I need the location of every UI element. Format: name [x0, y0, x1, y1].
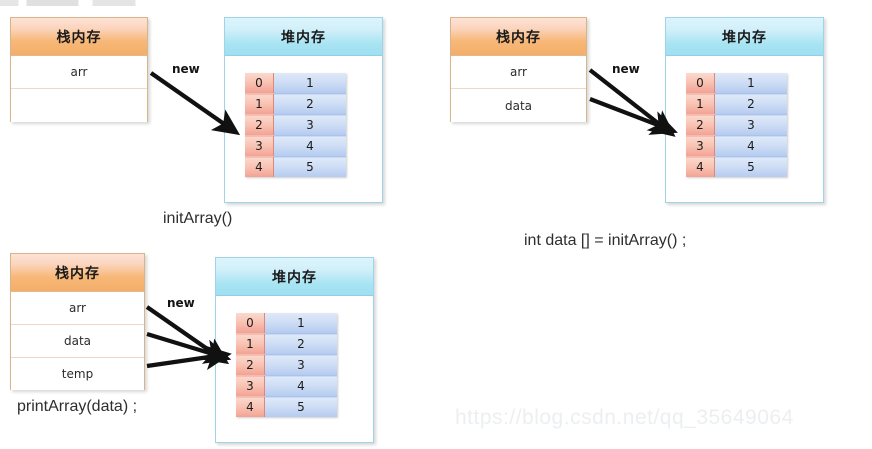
array-value-cell: 3 — [264, 354, 337, 376]
panel-2-stack-row-arr: arr — [451, 56, 586, 89]
array-value-cell: 4 — [714, 135, 787, 157]
panel-2-new-arrow-from-arr — [588, 68, 676, 137]
panel-1-heap-header-label: 堆内存 — [281, 29, 326, 46]
array-index-cell: 2 — [245, 114, 274, 136]
array-value-cell: 2 — [264, 333, 337, 355]
panel-3-heap-body: 0 1 1 2 2 3 3 4 — [216, 296, 373, 442]
array-row: 3 4 — [245, 135, 346, 157]
array-row: 2 3 — [236, 354, 337, 376]
array-index-cell: 1 — [236, 333, 265, 355]
panel-3-array-table: 0 1 1 2 2 3 3 4 — [236, 313, 337, 417]
panel-1-heap-body: 0 1 1 2 2 3 3 4 — [225, 56, 382, 202]
array-row: 1 2 — [245, 93, 346, 115]
array-index-cell: 4 — [686, 156, 715, 177]
array-row: 4 5 — [686, 156, 787, 177]
panel-2-array-rows: 0 1 1 2 2 3 3 4 — [686, 73, 787, 177]
panel-1-stack-header: 栈内存 — [11, 18, 147, 56]
array-value-cell: 1 — [714, 73, 787, 94]
panel-1-new-arrow-label: new — [172, 62, 200, 76]
array-row: 0 1 — [686, 73, 787, 94]
array-index-cell: 4 — [236, 396, 265, 417]
array-row: 0 1 — [245, 73, 346, 94]
array-value-cell: 4 — [264, 375, 337, 397]
array-index-cell: 4 — [245, 156, 274, 177]
array-value-cell: 1 — [264, 313, 337, 334]
array-value-cell: 5 — [264, 396, 337, 417]
array-value-cell: 1 — [273, 73, 346, 94]
panel-3-stack-row-arr-label: arr — [68, 301, 86, 315]
panel-1-array-rows: 0 1 1 2 2 3 3 4 — [245, 73, 346, 177]
array-index-cell: 0 — [686, 73, 715, 94]
panel-2-stack-row-arr-label: arr — [509, 65, 527, 79]
panel-2-new-arrow-from-data — [589, 97, 678, 135]
array-index-cell: 2 — [686, 114, 715, 136]
array-index-cell: 3 — [236, 375, 265, 397]
panel-3-stack-header: 栈内存 — [11, 254, 144, 292]
panel-2-stack-header: 栈内存 — [451, 18, 586, 56]
panel-3-caption: printArray(data) ; — [17, 398, 138, 415]
panel-3-stack-row-temp: temp — [11, 358, 144, 390]
array-index-cell: 2 — [236, 354, 265, 376]
array-row: 4 5 — [245, 156, 346, 177]
panel-2-stack-row-data-label: data — [504, 98, 533, 113]
array-row: 4 5 — [236, 396, 337, 417]
panel-2-heap-header-label: 堆内存 — [722, 29, 767, 46]
array-row: 2 3 — [245, 114, 346, 136]
panel-1-new-arrow — [149, 71, 241, 136]
panel-2-new-arrow-label: new — [612, 62, 640, 76]
panel-1-stack-row-empty — [11, 89, 147, 122]
panel-3-stack-row-data: data — [11, 325, 144, 358]
panel-3-heap-memory-box: 堆内存 0 1 1 2 2 3 — [215, 257, 374, 443]
panel-1-stack-memory-box: 栈内存 arr — [10, 17, 148, 122]
array-index-cell: 1 — [686, 93, 715, 115]
array-row: 1 2 — [236, 333, 337, 355]
array-index-cell: 3 — [245, 135, 274, 157]
panel-3-stack-row-arr: arr — [11, 292, 144, 325]
array-row: 3 4 — [236, 375, 337, 397]
panel-3-stack-row-temp-label: temp — [61, 367, 94, 381]
clipped-top-artifact — [0, 0, 175, 6]
panel-2-array-table: 0 1 1 2 2 3 3 4 — [686, 73, 787, 177]
array-row: 1 2 — [686, 93, 787, 115]
array-value-cell: 5 — [714, 156, 787, 177]
panel-1-stack-row-arr-label: arr — [70, 65, 88, 79]
array-index-cell: 1 — [245, 93, 274, 115]
array-row: 0 1 — [236, 313, 337, 334]
panel-1-heap-memory-box: 堆内存 0 1 1 2 2 3 — [224, 17, 383, 203]
panel-3-new-arrow-from-temp — [146, 345, 232, 371]
panel-1-caption: initArray() — [163, 210, 233, 227]
panel-1-stack-row-arr: arr — [11, 56, 147, 89]
panel-1-heap-header: 堆内存 — [225, 18, 382, 56]
panel-3-new-arrow-from-arr — [145, 305, 230, 365]
panel-3-stack-row-data-label: data — [63, 334, 92, 348]
panel-1-stack-header-label: 栈内存 — [56, 29, 102, 46]
panel-3-new-arrow-label: new — [167, 296, 195, 310]
csdn-watermark: https://blog.csdn.net/qq_35649064 — [455, 406, 794, 429]
panel-2-stack-header-label: 栈内存 — [496, 29, 541, 46]
array-index-cell: 3 — [686, 135, 715, 157]
array-value-cell: 5 — [273, 156, 346, 177]
panel-3-stack-header-label: 栈内存 — [55, 265, 100, 282]
panel-3-array-rows: 0 1 1 2 2 3 3 4 — [236, 313, 337, 417]
array-index-cell: 0 — [245, 73, 274, 94]
array-index-cell: 0 — [236, 313, 265, 334]
panel-3-new-arrow-from-data — [146, 331, 232, 364]
panel-2-stack-memory-box: 栈内存 arr data — [450, 17, 587, 122]
array-value-cell: 2 — [273, 93, 346, 115]
array-value-cell: 3 — [273, 114, 346, 136]
panel-2-heap-header: 堆内存 — [666, 18, 823, 56]
panel-3-heap-header: 堆内存 — [216, 258, 373, 296]
panel-3-stack-memory-box: 栈内存 arr data temp — [10, 253, 145, 390]
array-row: 3 4 — [686, 135, 787, 157]
panel-2-stack-row-data: data — [451, 89, 586, 122]
panel-3-heap-header-label: 堆内存 — [272, 269, 317, 286]
array-row: 2 3 — [686, 114, 787, 136]
panel-1-array-table: 0 1 1 2 2 3 3 4 — [245, 73, 346, 177]
array-value-cell: 3 — [714, 114, 787, 136]
array-value-cell: 2 — [714, 93, 787, 115]
panel-2-caption: int data [] = initArray() ; — [524, 232, 687, 249]
array-value-cell: 4 — [273, 135, 346, 157]
panel-2-heap-body: 0 1 1 2 2 3 3 4 — [666, 56, 823, 202]
panel-2-heap-memory-box: 堆内存 0 1 1 2 2 3 — [665, 17, 824, 203]
